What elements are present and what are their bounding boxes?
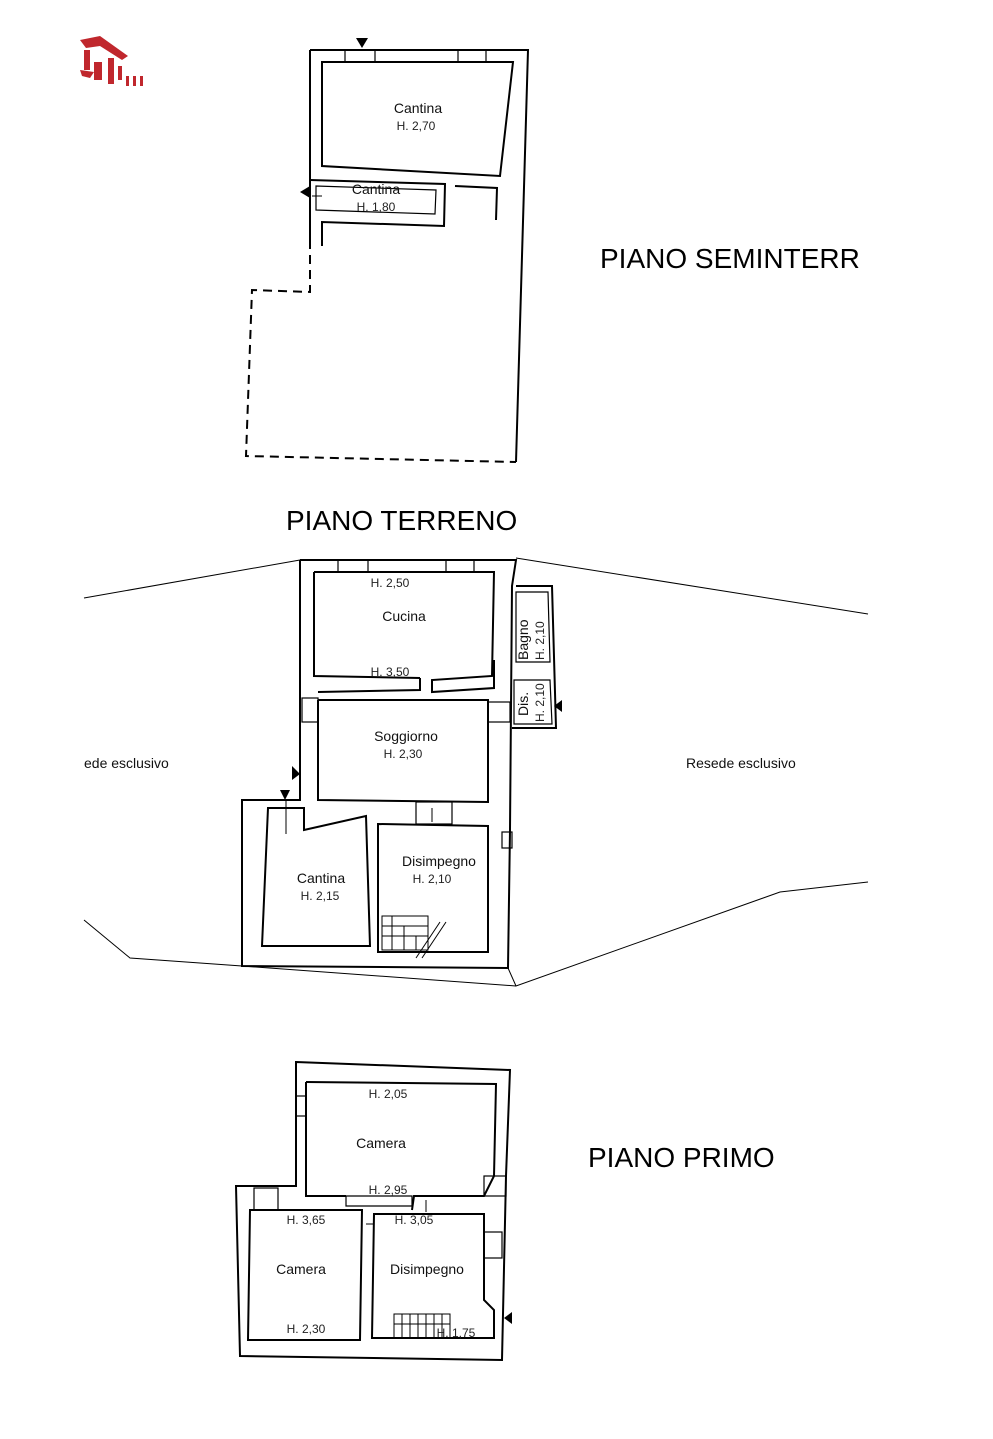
room-name: Dis. xyxy=(515,692,531,716)
room-name: Soggiorno xyxy=(374,728,438,744)
room-height: H. 2,10 xyxy=(533,683,547,722)
room-height: H. 2,30 xyxy=(384,747,423,761)
agency-logo xyxy=(80,36,143,86)
room-height: H. 2,10 xyxy=(533,621,547,660)
room-height: H. 3,65 xyxy=(287,1213,326,1227)
room-height: H. 2,15 xyxy=(301,889,340,903)
room-height: H. 2,50 xyxy=(371,576,410,590)
floor-primo: H. 2,05 Camera H. 2,95 H. 3,65 Camera H.… xyxy=(234,1060,512,1362)
room-height: H. 1,75 xyxy=(437,1326,476,1340)
room-name: Camera xyxy=(276,1261,326,1277)
floor-seminterrato: Cantina H. 2,70 Cantina H. 1,80 xyxy=(244,38,530,463)
room-height: H. 2,95 xyxy=(369,1183,408,1197)
room-name: Cantina xyxy=(352,181,400,197)
room-name: Disimpegno xyxy=(390,1261,464,1277)
area-label-left: ede esclusivo xyxy=(84,755,169,771)
room-name: Camera xyxy=(356,1135,406,1151)
floor-title: PIANO PRIMO xyxy=(588,1142,775,1173)
room-name: Cantina xyxy=(297,870,345,886)
room-height: H. 2,30 xyxy=(287,1322,326,1336)
room-name: Cucina xyxy=(382,608,426,624)
room-height: H. 3,05 xyxy=(395,1213,434,1227)
room-height: H. 2,70 xyxy=(397,119,436,133)
floor-title: PIANO TERRENO xyxy=(286,505,517,536)
room-height: H. 2,05 xyxy=(369,1087,408,1101)
room-name: Bagno xyxy=(515,619,531,660)
room-name: Disimpegno xyxy=(402,853,476,869)
floor-title: PIANO SEMINTERR xyxy=(600,243,860,274)
room-name: Cantina xyxy=(394,100,442,116)
floor-terreno: H. 2,50 Cucina H. 3,50 Bagno H. 2,10 Dis… xyxy=(83,557,869,987)
room-height: H. 1,80 xyxy=(357,200,396,214)
room-height: H. 3,50 xyxy=(371,665,410,679)
area-label-right: Resede esclusivo xyxy=(686,755,796,771)
room-height: H. 2,10 xyxy=(413,872,452,886)
